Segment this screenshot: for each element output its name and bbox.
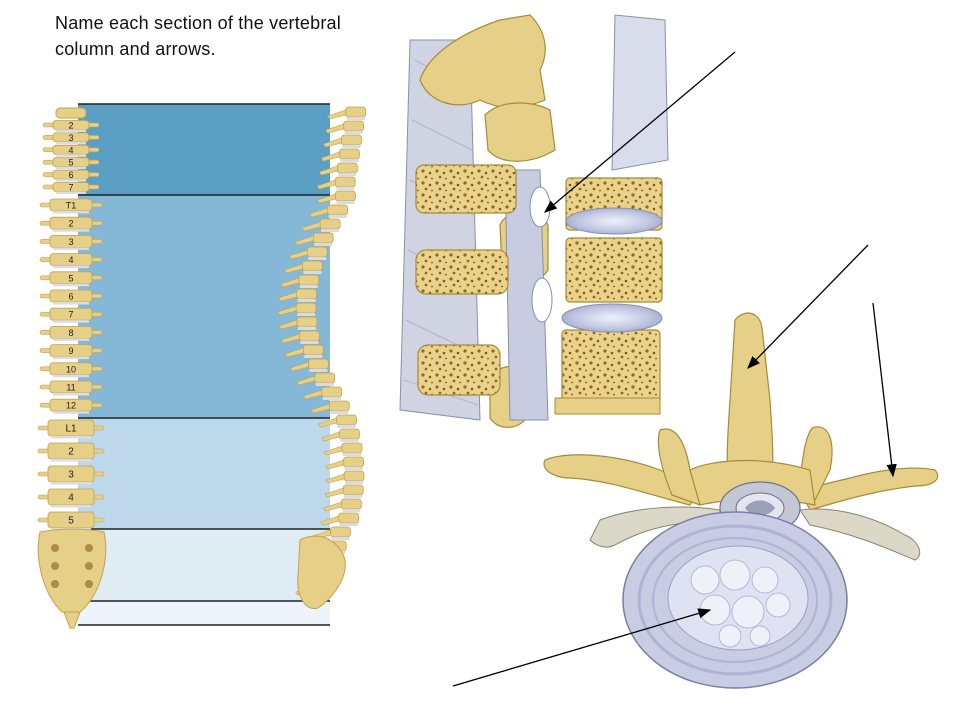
vertebra-label: 5	[68, 273, 73, 283]
vertebra-label: 7	[68, 310, 73, 320]
vertebra-label: 10	[66, 364, 76, 374]
lateral-vertebra	[327, 204, 349, 216]
lateral-spine-illustration	[277, 106, 367, 610]
vertebra-label: 8	[68, 328, 73, 338]
vertebra-label: 5	[68, 158, 73, 168]
arrow-2	[747, 244, 869, 369]
spine-region-bands	[78, 103, 330, 626]
arrow-4	[452, 608, 712, 687]
arrow-3	[872, 302, 897, 478]
vertebra-label: 3	[68, 470, 74, 481]
label-arrows	[452, 51, 897, 687]
vertebra-label: T1	[66, 201, 77, 211]
vertebra-label: 11	[66, 383, 75, 393]
lateral-vertebra	[343, 120, 365, 132]
lateral-vertebra	[314, 372, 336, 384]
region-band-sacral	[78, 529, 330, 601]
lateral-vertebra	[312, 232, 334, 244]
region-band-coccygeal	[78, 601, 330, 625]
vertebra-label: 9	[68, 346, 73, 356]
vertebra-label: 2	[68, 219, 73, 229]
vertebra-label: 4	[68, 255, 73, 265]
lateral-vertebra	[342, 484, 364, 496]
lateral-vertebra	[338, 512, 360, 524]
lateral-vertebra	[301, 260, 323, 272]
lateral-sacrum	[297, 535, 346, 610]
vertebra-label: 3	[68, 133, 73, 143]
lateral-vertebra	[340, 498, 362, 510]
vertebra-label: L1	[65, 424, 77, 435]
vertebra-label: 6	[68, 292, 73, 302]
region-band-lumbar	[78, 418, 330, 529]
vertebra-label: 6	[68, 170, 73, 180]
coccyx	[63, 611, 81, 629]
vertebra-label: 12	[66, 401, 76, 411]
vertebra-label: 3	[68, 237, 73, 247]
lateral-vertebra	[334, 176, 356, 188]
lateral-vertebra	[302, 344, 324, 356]
instruction-text: Name each section of the vertebral colum…	[55, 13, 341, 59]
lateral-vertebra	[299, 330, 320, 342]
lateral-vertebra	[296, 288, 318, 300]
vertebra-label: 2	[68, 447, 74, 458]
lateral-vertebra	[298, 274, 320, 286]
lateral-vertebra	[338, 148, 360, 160]
lateral-vertebra	[341, 442, 363, 454]
vertebra-label: 2	[68, 121, 73, 131]
lateral-vertebra	[321, 386, 343, 398]
lateral-vertebra	[345, 106, 367, 118]
sagittal-section-illustration	[399, 14, 669, 428]
lateral-vertebra	[335, 190, 356, 202]
lateral-vertebra	[343, 470, 365, 482]
lateral-vertebra	[341, 134, 362, 146]
lateral-vertebra	[343, 456, 364, 468]
superior-vertebra-illustration	[543, 312, 939, 689]
vertebra-label: 4	[68, 493, 74, 504]
lateral-vertebra	[336, 162, 358, 174]
vertebra-label: 5	[68, 516, 74, 527]
region-band-thoracic	[78, 195, 330, 418]
lateral-vertebra	[336, 414, 357, 426]
vertebra-label: 4	[68, 145, 73, 155]
lateral-vertebra	[339, 428, 360, 440]
lateral-vertebra	[329, 526, 351, 538]
lateral-vertebra	[295, 302, 317, 314]
lateral-vertebra	[306, 246, 328, 258]
lateral-vertebra	[308, 358, 329, 370]
lateral-vertebra	[328, 400, 350, 412]
arrow-1	[544, 51, 736, 213]
lateral-vertebra	[319, 218, 341, 230]
vertebra-label: 7	[68, 183, 73, 193]
region-band-cervical	[78, 104, 330, 195]
lateral-vertebra	[296, 316, 318, 328]
